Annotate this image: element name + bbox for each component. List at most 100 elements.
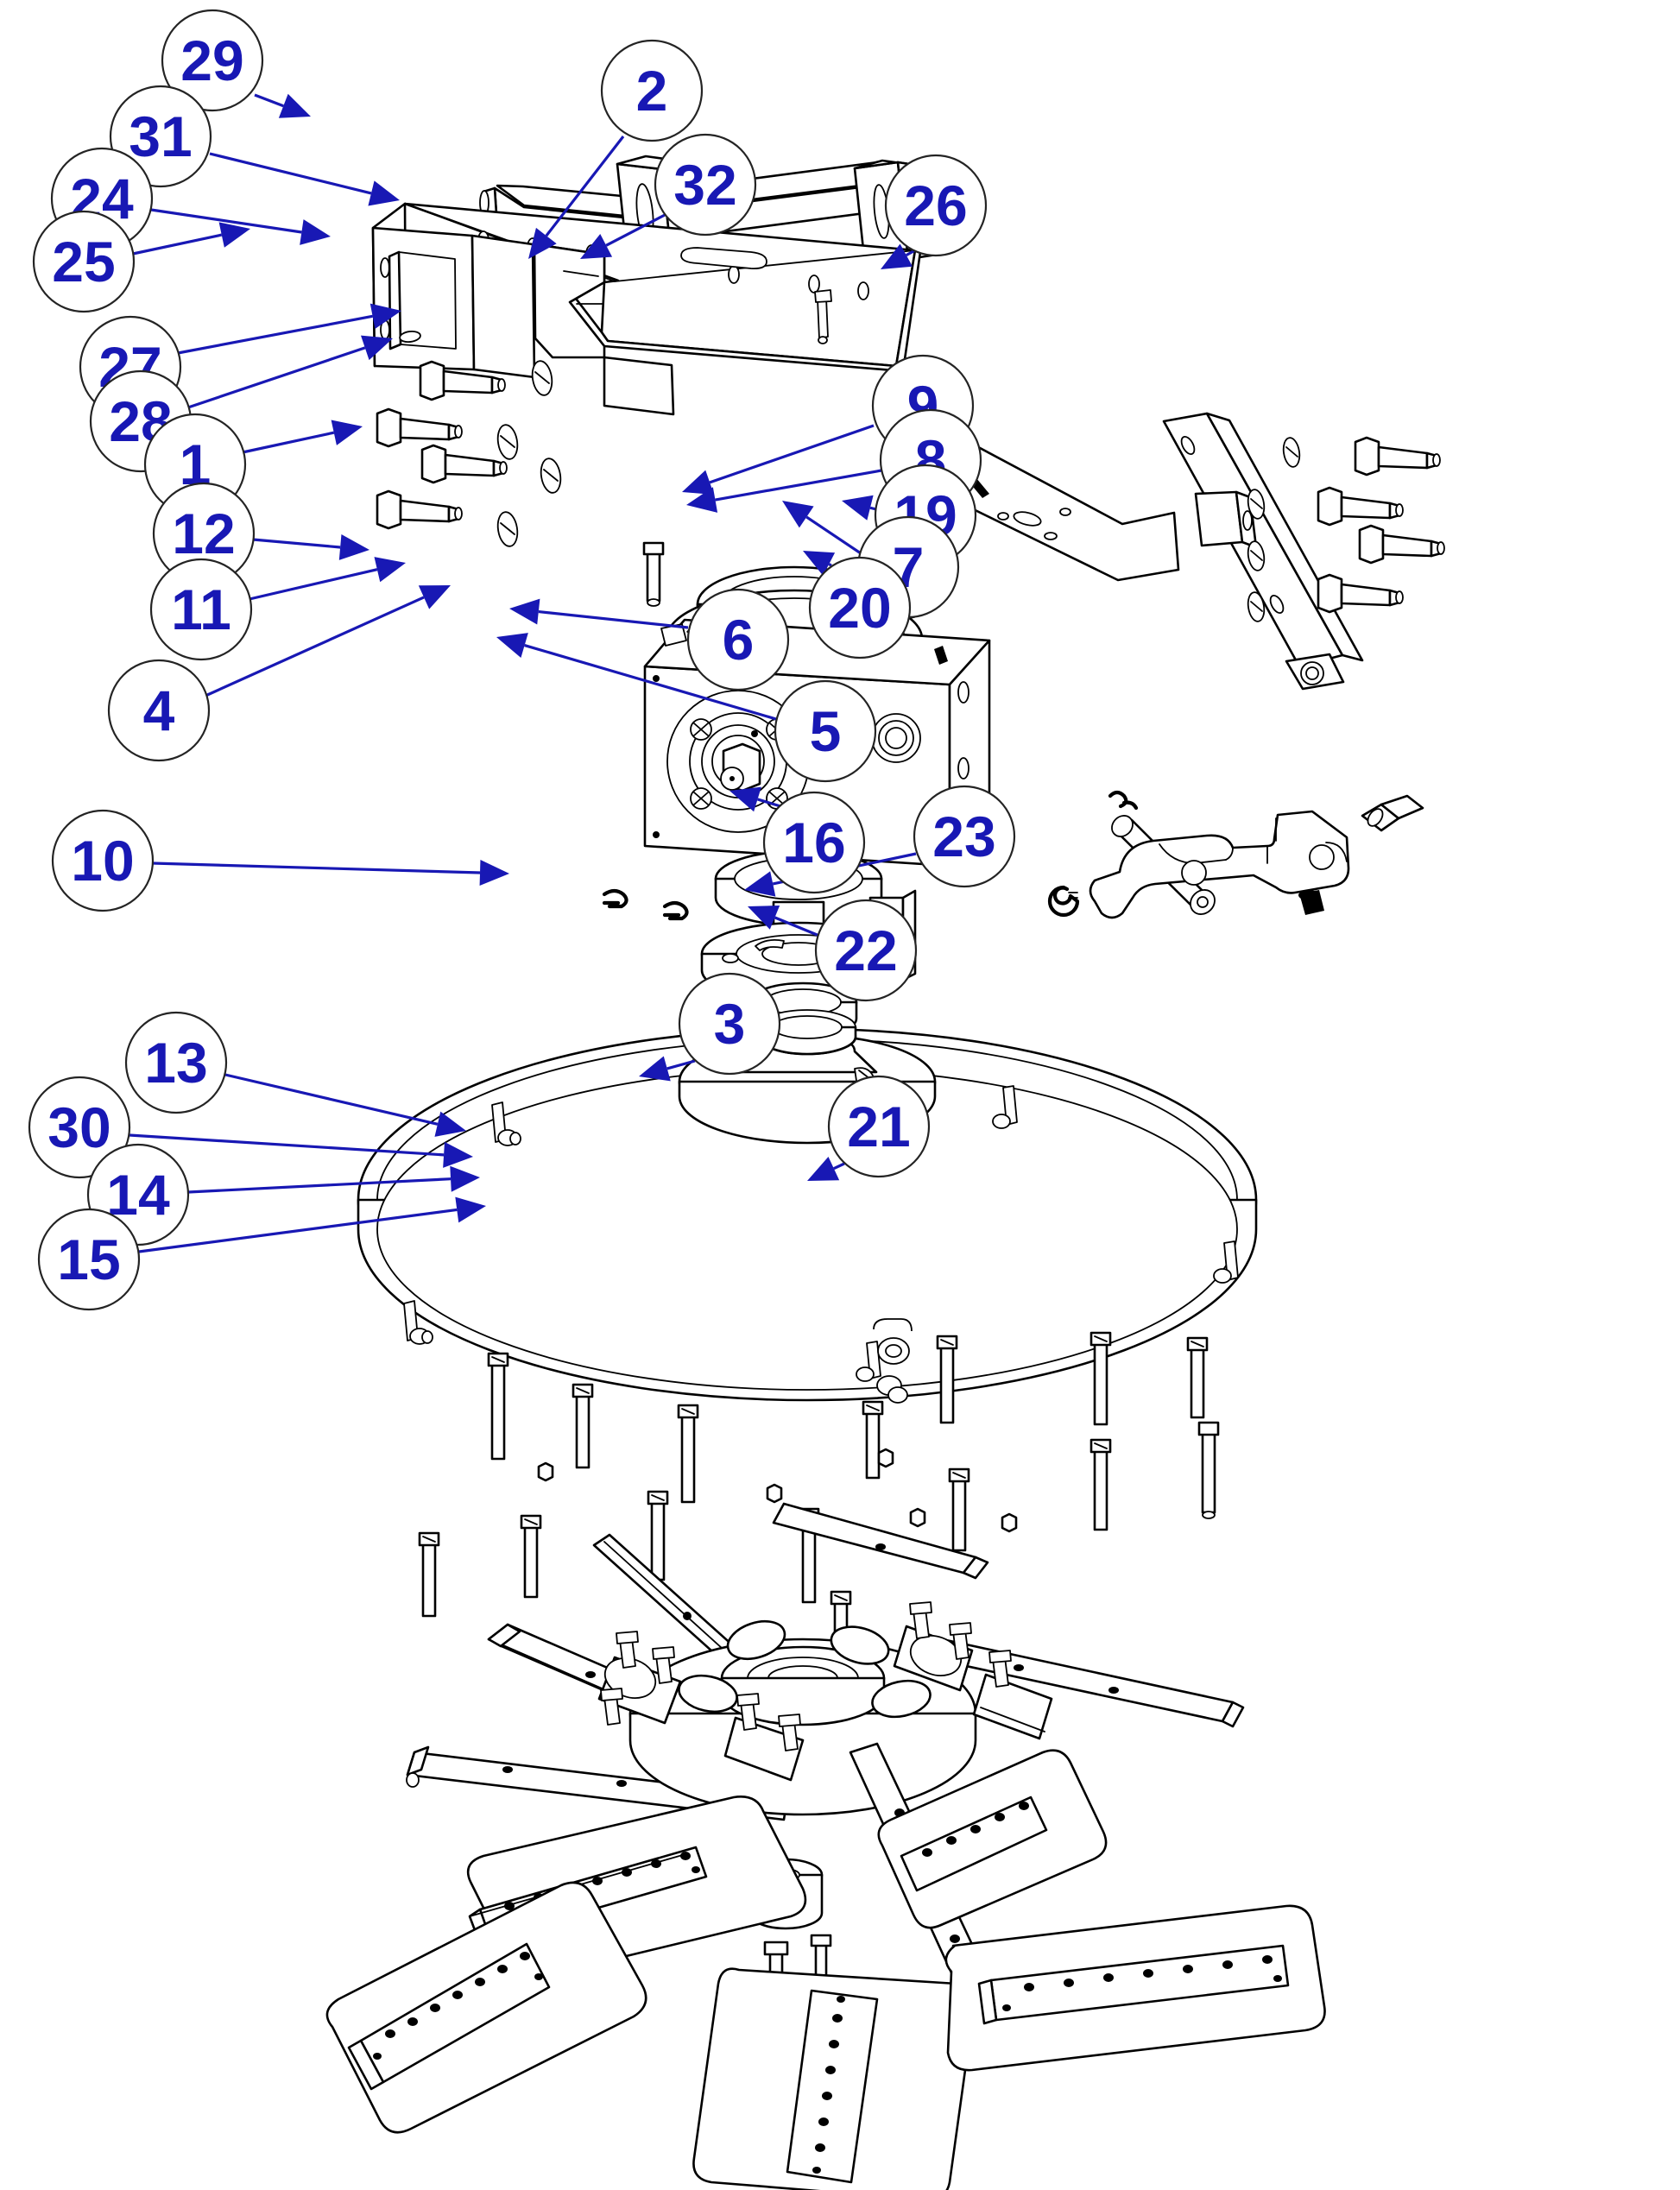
callout-label-4: 4 bbox=[143, 678, 175, 742]
leader-line-13 bbox=[224, 1073, 439, 1126]
callout-circle-11 bbox=[149, 558, 253, 661]
callout-26[interactable]: 26 bbox=[884, 154, 988, 257]
callout-13[interactable]: 13 bbox=[124, 1011, 228, 1114]
leader-arrowhead-23 bbox=[744, 871, 776, 897]
callout-label-31: 31 bbox=[129, 104, 192, 168]
callout-label-20: 20 bbox=[828, 576, 891, 640]
callout-label-16: 16 bbox=[782, 811, 845, 874]
hex-bolt-frame bbox=[1358, 524, 1445, 565]
leader-line-28 bbox=[187, 346, 366, 409]
fasteners-right-group bbox=[1247, 436, 1445, 622]
callout-29[interactable]: 29 bbox=[161, 9, 264, 112]
leader-arrowhead-13 bbox=[434, 1111, 466, 1137]
leader-line-11 bbox=[249, 568, 378, 601]
leader-arrowhead-14 bbox=[450, 1165, 480, 1192]
callout-label-11: 11 bbox=[171, 577, 231, 641]
leader-line-24 bbox=[150, 208, 302, 234]
fan-blade bbox=[692, 1967, 976, 2190]
leader-arrowhead-12 bbox=[338, 534, 369, 560]
hex-bolt-long bbox=[677, 1404, 699, 1504]
hex-bolt-frame bbox=[1354, 436, 1441, 476]
callout-11[interactable]: 11 bbox=[149, 558, 253, 661]
lock-washer bbox=[496, 511, 519, 547]
hex-nut bbox=[1001, 1512, 1018, 1533]
leader-line-12 bbox=[252, 538, 341, 549]
stud-bolt bbox=[642, 541, 665, 607]
callout-label-5: 5 bbox=[810, 699, 842, 763]
callout-circle-26 bbox=[884, 154, 988, 257]
clevis-pin bbox=[1361, 794, 1424, 832]
clamp-saddle bbox=[893, 1601, 974, 1692]
hex-bolt-long bbox=[936, 1335, 958, 1424]
hex-bolt-long bbox=[862, 1400, 884, 1480]
hex-bolt-long bbox=[1186, 1336, 1209, 1419]
callout-6[interactable]: 6 bbox=[686, 588, 790, 691]
callout-12[interactable]: 12 bbox=[152, 482, 256, 585]
part-mount-pin bbox=[814, 289, 832, 344]
callout-label-13: 13 bbox=[144, 1031, 207, 1095]
callout-circle-29 bbox=[161, 9, 264, 112]
callout-label-14: 14 bbox=[106, 1163, 170, 1227]
callout-label-30: 30 bbox=[47, 1095, 111, 1159]
clamp-saddle bbox=[723, 1693, 805, 1782]
callout-15[interactable]: 15 bbox=[37, 1208, 141, 1311]
callout-21[interactable]: 21 bbox=[827, 1075, 931, 1178]
part-spider-ring-plate bbox=[357, 1027, 1258, 1402]
callout-circle-20 bbox=[808, 556, 912, 660]
leader-arrowhead-19 bbox=[842, 495, 874, 521]
callout-16[interactable]: 16 bbox=[762, 791, 866, 894]
callout-label-21: 21 bbox=[847, 1095, 910, 1158]
callout-23[interactable]: 23 bbox=[913, 785, 1016, 888]
callout-circle-32 bbox=[654, 133, 757, 237]
callout-30[interactable]: 30 bbox=[28, 1076, 131, 1179]
callout-label-25: 25 bbox=[52, 230, 115, 293]
leader-line-27 bbox=[177, 314, 373, 355]
callout-circle-16 bbox=[762, 791, 866, 894]
leader-arrowhead-25 bbox=[218, 222, 250, 248]
clamp-saddle bbox=[972, 1650, 1053, 1740]
hub-spar-arm bbox=[406, 1745, 789, 1821]
hex-bolt-long bbox=[487, 1352, 509, 1461]
callout-2[interactable]: 2 bbox=[600, 39, 704, 142]
callout-22[interactable]: 22 bbox=[814, 899, 918, 1002]
callout-25[interactable]: 25 bbox=[32, 210, 136, 313]
callout-circle-13 bbox=[124, 1011, 228, 1114]
callout-label-26: 26 bbox=[904, 174, 967, 237]
leader-line-29 bbox=[254, 93, 284, 108]
hex-nut bbox=[537, 1461, 554, 1482]
lock-washer bbox=[1247, 591, 1266, 622]
callout-label-12: 12 bbox=[172, 502, 235, 565]
leader-arrowhead-29 bbox=[278, 93, 311, 118]
callout-32[interactable]: 32 bbox=[654, 133, 757, 237]
callout-4[interactable]: 4 bbox=[107, 659, 211, 762]
leader-line-14 bbox=[187, 1177, 452, 1194]
hex-bolt-long bbox=[647, 1490, 669, 1581]
hex-bolt bbox=[419, 360, 506, 401]
fan-blade bbox=[325, 1881, 647, 2134]
hex-nut bbox=[877, 1448, 894, 1468]
callout-3[interactable]: 3 bbox=[678, 972, 781, 1076]
callout-5[interactable]: 5 bbox=[774, 679, 877, 783]
callout-label-32: 32 bbox=[673, 153, 736, 217]
leader-line-7 bbox=[805, 515, 862, 555]
leader-arrowhead-31 bbox=[368, 180, 400, 206]
callout-20[interactable]: 20 bbox=[808, 556, 912, 660]
leader-arrowhead-7 bbox=[782, 501, 814, 528]
hex-bolt-frame bbox=[1317, 486, 1404, 527]
callout-circle-25 bbox=[32, 210, 136, 313]
lock-washer bbox=[540, 458, 562, 494]
fan-blade bbox=[944, 1904, 1326, 2072]
leader-line-6 bbox=[538, 610, 689, 629]
washer-stack bbox=[873, 1318, 913, 1404]
callout-circle-6 bbox=[686, 588, 790, 691]
callout-label-2: 2 bbox=[636, 59, 668, 123]
callout-circle-4 bbox=[107, 659, 211, 762]
leader-line-22 bbox=[774, 916, 820, 937]
callout-10[interactable]: 10 bbox=[51, 809, 155, 912]
part-retaining-clip-small bbox=[602, 888, 628, 909]
callout-circle-2 bbox=[600, 39, 704, 142]
leader-arrowhead-10 bbox=[479, 860, 509, 887]
